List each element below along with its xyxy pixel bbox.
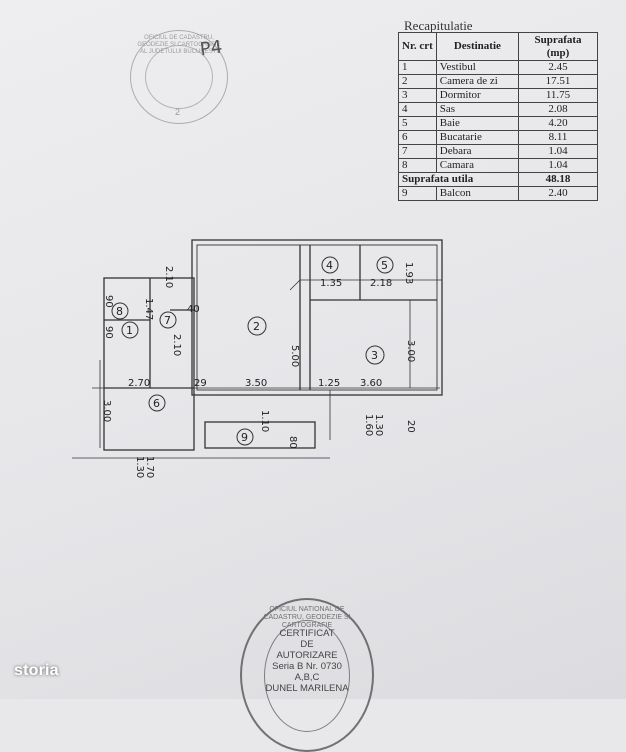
dim-label: 1.10 [259, 410, 270, 432]
header-suprafata: Suprafata (mp) [518, 32, 598, 61]
dim-label: 1.35 [320, 278, 342, 289]
room-marker-5 [376, 256, 394, 274]
recap-title: Recapitulatie [404, 18, 473, 33]
table-row: 9 Balcon 2.40 [398, 186, 598, 201]
cert-line: CERTIFICAT [279, 628, 335, 639]
dim-label: 1.60 [363, 414, 374, 436]
dim-label: 80 [287, 436, 298, 449]
cert-line: DE [300, 639, 314, 650]
table-row: 4 Sas 2.08 [398, 102, 598, 117]
authorization-certificate: CERTIFICAT DE AUTORIZARE Seria B Nr. 073… [262, 628, 352, 694]
floor-plan: 8 1 7 2 3 4 5 6 9 2.70 3.50 3.60 1.25 29… [72, 239, 443, 478]
wall-main [191, 239, 443, 396]
dimension-labels: 2.70 3.50 3.60 1.25 29 5.00 3.00 3.00 1.… [101, 262, 416, 478]
dim-label: 3.50 [245, 378, 267, 389]
table-row: 6 Bucatarie 8.11 [398, 130, 598, 145]
row-name: Debara [435, 144, 520, 159]
room-label: 6 [153, 397, 160, 410]
row-name: Dormitor [435, 88, 520, 103]
row-name: Camera de zi [435, 74, 520, 89]
dim-label: 2.10 [163, 266, 174, 288]
header-nr: Nr. crt [398, 32, 437, 61]
wall-main-inner [196, 244, 438, 391]
dim-label: 1.93 [403, 262, 414, 284]
room-markers [111, 256, 394, 446]
room-label: 8 [116, 305, 123, 318]
stamp-inner-ring [145, 45, 213, 109]
cert-line: AUTORIZARE [276, 650, 338, 661]
total-label: Suprafata utila [398, 172, 519, 187]
table-row: 7 Debara 1.04 [398, 144, 598, 159]
stamp-top-ring-text: OFICIUL DE CADASTRU, GEODEZIE SI CARTOGR… [137, 35, 221, 55]
room-label: 9 [241, 431, 248, 444]
cert-line: Seria B Nr. 0730 [272, 661, 342, 672]
room-label: 2 [253, 320, 260, 333]
room-marker-9 [236, 428, 254, 446]
wall-balcony [204, 421, 316, 449]
row-name: Balcon [435, 186, 520, 201]
row-area: 1.04 [518, 144, 598, 159]
room-label: 1 [126, 324, 133, 337]
dim-label: 40 [187, 304, 200, 315]
room-label: 5 [381, 259, 388, 272]
dim-label: 1.70 [144, 456, 155, 478]
room-marker-3 [365, 345, 385, 365]
stamp-top-number: 2 [175, 107, 181, 117]
dim-label: 1.25 [318, 378, 340, 389]
room-labels: 8 1 7 2 3 4 5 6 9 [116, 259, 388, 444]
dim-label: 1.47 [143, 298, 154, 320]
row-area: 1.04 [518, 158, 598, 173]
dim-label: 29 [194, 378, 207, 389]
row-name: Sas [435, 102, 520, 117]
dim-label: 3.00 [101, 400, 112, 422]
recap-table: Nr. crt Destinatie Suprafata (mp) 1 Vest… [398, 32, 598, 201]
dim-label: 3.60 [360, 378, 382, 389]
dim-label: 20 [405, 420, 416, 433]
cert-line: A,B,C [294, 672, 320, 683]
room-marker-1 [121, 321, 139, 339]
dim-label: 90 [103, 326, 114, 339]
dim-label: 5.00 [289, 345, 300, 367]
row-area: 2.45 [518, 60, 598, 75]
room-marker-7 [159, 311, 177, 329]
plan-walls [72, 239, 443, 459]
cadastre-stamp-top: OFICIUL DE CADASTRU, GEODEZIE SI CARTOGR… [130, 30, 228, 124]
room-marker-6 [148, 394, 166, 412]
row-nr: 9 [398, 186, 437, 201]
room-marker-4 [321, 256, 339, 274]
total-row: Suprafata utila 48.18 [398, 172, 598, 187]
table-row: 8 Camara 1.04 [398, 158, 598, 173]
room-marker-8 [111, 302, 129, 320]
room-label: 7 [164, 314, 171, 327]
dim-label: 90 [103, 295, 114, 308]
dim-label: 1.30 [134, 456, 145, 478]
storia-watermark: storia [14, 662, 59, 679]
dim-label: 2.70 [128, 378, 150, 389]
dim-label: 2.10 [171, 334, 182, 356]
total-area: 48.18 [518, 172, 598, 187]
dim-label: 2.18 [370, 278, 392, 289]
row-area: 2.40 [518, 186, 598, 201]
room-label: 4 [326, 259, 333, 272]
dim-label: 1.30 [373, 414, 384, 436]
dim-label: 3.00 [405, 340, 416, 362]
stamp-bottom-ring-text: OFICIUL NATIONAL DE CADASTRU, GEODEZIE S… [263, 606, 351, 629]
tick [289, 279, 301, 291]
wall-left-block [103, 277, 195, 451]
table-row: 3 Dormitor 11.75 [398, 88, 598, 103]
room-label: 3 [371, 349, 378, 362]
cert-line: DUNEL MARILENA [265, 683, 349, 694]
room-marker-2 [247, 316, 267, 336]
row-name: Baie [435, 116, 520, 131]
